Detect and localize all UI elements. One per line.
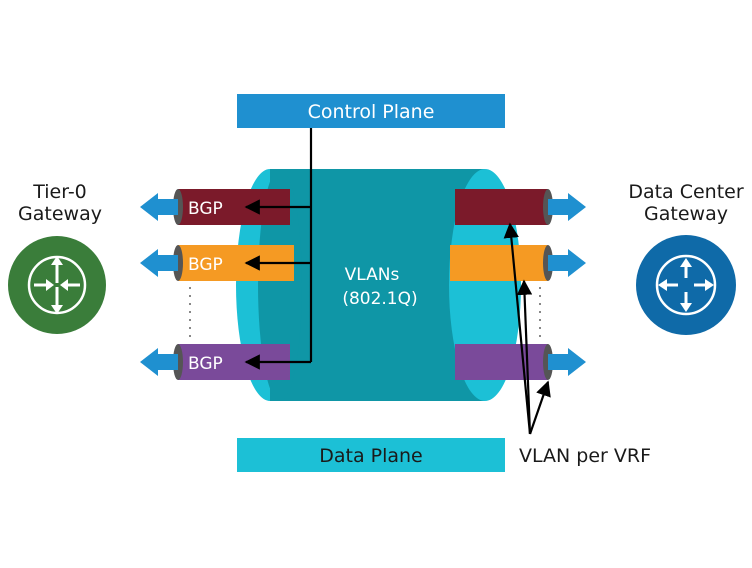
dc-label-line1: Data Center <box>628 181 744 203</box>
data-plane-box: Data Plane <box>237 438 505 472</box>
right-tunnel-2 <box>450 245 553 281</box>
tunnel-label-3: BGP <box>188 354 223 374</box>
vlans-label: VLANs <box>345 265 400 285</box>
tunnel-label-1: BGP <box>188 199 223 219</box>
right-arrows <box>548 193 586 376</box>
data-plane-label: Data Plane <box>319 445 423 467</box>
control-plane-label: Control Plane <box>308 101 435 123</box>
tier0-label-line2: Gateway <box>18 203 102 225</box>
left-arrows <box>140 193 178 376</box>
tier0-label-line1: Tier-0 <box>32 181 87 203</box>
control-plane-box: Control Plane <box>237 94 505 128</box>
vlans-sublabel: (802.1Q) <box>342 289 417 309</box>
right-tunnel-1 <box>455 189 553 225</box>
tunnel-label-2: BGP <box>188 255 223 275</box>
dc-label-line2: Gateway <box>644 203 728 225</box>
right-tunnel-3 <box>455 344 553 380</box>
vlan-per-vrf-arrows <box>503 222 551 435</box>
vlan-per-vrf-label: VLAN per VRF <box>519 445 651 467</box>
control-connectors <box>244 128 313 370</box>
dc-router-icon <box>636 235 736 335</box>
tier0-router-icon <box>8 236 106 334</box>
